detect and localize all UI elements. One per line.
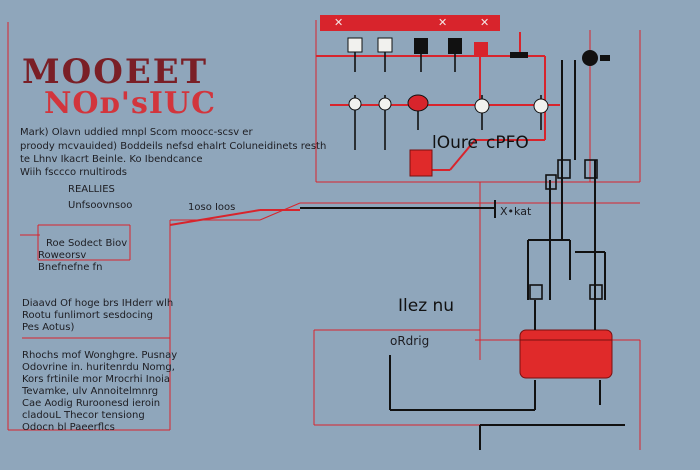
box-line-2: Roweorsv — [38, 250, 87, 261]
diagram-label-xkat: X•kat — [500, 205, 532, 218]
diagram-label-topo: 1oso Ioos — [188, 202, 236, 213]
block3-line-6: cladouL Thecor tensiong — [22, 410, 145, 421]
actuator — [519, 300, 613, 379]
block2-line-2: Rootu funlimort sesdocing — [22, 310, 153, 321]
box-line-3: Bnefnefne fn — [38, 262, 103, 273]
diagram-label-loure: lOure — [432, 133, 478, 153]
black-wires — [300, 60, 625, 450]
intro-line-1: Mark) Olavn uddied mnpl Scom moocc-scsv … — [20, 127, 253, 138]
close-icon[interactable]: ✕ — [480, 16, 490, 29]
block3-line-7: Odocn bl Paeerflcs — [22, 422, 115, 433]
block2-line-1: Diaavd Of hoge brs IHderr wlh — [22, 298, 174, 309]
close-icon[interactable]: ✕ — [438, 16, 448, 29]
switch-components — [347, 37, 610, 66]
box-line-1: Roe Sodect Biov — [46, 238, 128, 249]
block2-line-3: Pes Aotus) — [22, 322, 75, 333]
intro-line-2: proody mcvauided) Boddeils nefsd ehalrt … — [20, 141, 327, 152]
block3-line-5: Cae Aodig Ruroonesd ieroin — [22, 398, 161, 409]
diagram-label-cpfo: cPFO — [486, 133, 529, 153]
diagram-label-ilezrnu: Ilez nu — [398, 296, 455, 316]
red-wires — [169, 32, 560, 226]
realties-label: REALLIES — [68, 184, 115, 195]
close-icon[interactable]: ✕ — [334, 16, 344, 29]
block3-line-3: Kors frtinile mor Mrocrhi Inoia — [22, 374, 171, 385]
intro-line-3: te Lhnv Ikacrt Beinle. Ko Ibendcance — [20, 154, 203, 165]
block3-line-1: Rhochs mof Wonghgre. Pusnay — [22, 350, 178, 361]
middle-components — [348, 94, 549, 177]
diagram-label-ordrig: oRdrig — [390, 334, 430, 348]
block3-line-2: Odovrine in. huritenrdu Nomg, — [22, 362, 175, 373]
title-line-2: NOᴅ'sIUC — [44, 86, 216, 121]
block3-line-4: Tevamke, ulv Annoitelmnrg — [22, 386, 159, 397]
top-red-bar: ✕ ✕ ✕ — [320, 15, 500, 31]
connector-blocks — [529, 159, 603, 300]
intro-line-4: Wiih fsccco rnultirods — [20, 167, 127, 178]
unfoa-label: Unfsoovnsoo — [68, 200, 133, 211]
title-line-1: MOOEET — [22, 52, 209, 92]
